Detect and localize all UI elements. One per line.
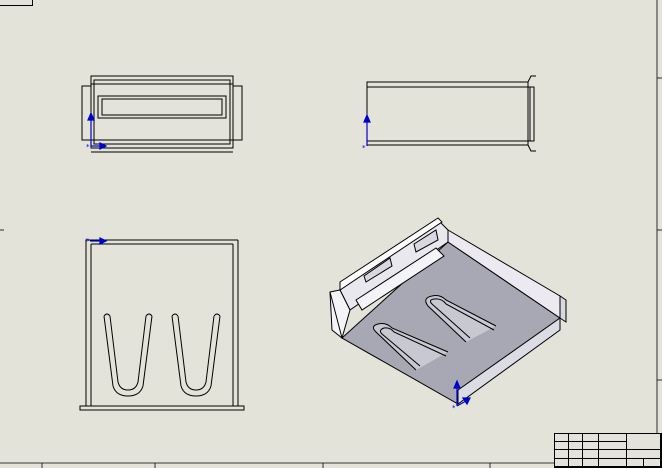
- isometric-view: [329, 217, 567, 405]
- title-block-cell: [627, 434, 661, 450]
- title-block-cell: [599, 450, 627, 459]
- sheet-corner-tab[interactable]: [0, 0, 33, 6]
- title-block-cell: [599, 442, 627, 450]
- svg-text:*: *: [86, 143, 90, 151]
- title-block-cell: [599, 434, 627, 442]
- title-block-cell: [555, 434, 569, 442]
- top-view-origin: *: [85, 237, 108, 246]
- title-block-cell: [627, 450, 661, 459]
- svg-text:*: *: [85, 237, 89, 246]
- title-block-cell: [644, 459, 661, 467]
- title-block-cell: [555, 459, 569, 467]
- title-block-cell: [555, 442, 569, 450]
- right-view: [366, 75, 536, 152]
- front-view-origin: *: [86, 111, 108, 151]
- title-block-cell: [569, 450, 583, 459]
- title-block-cell: [583, 459, 599, 467]
- front-view: [81, 75, 243, 153]
- title-block-cell: [599, 459, 627, 467]
- title-block-cell: [627, 459, 644, 467]
- title-block-cell: [569, 434, 583, 442]
- title-block-cell: [583, 434, 599, 442]
- title-block-cell: [569, 442, 583, 450]
- title-block-cell: [583, 450, 599, 459]
- title-block-cell: [555, 450, 569, 459]
- svg-text:*: *: [362, 144, 366, 152]
- title-block-cell: [583, 442, 599, 450]
- title-block: [554, 433, 662, 468]
- right-view-origin: *: [362, 113, 371, 152]
- isometric-view-origin: *: [452, 379, 471, 412]
- title-block-cell: [569, 459, 583, 467]
- svg-text:*: *: [452, 404, 456, 412]
- top-view: [79, 239, 245, 411]
